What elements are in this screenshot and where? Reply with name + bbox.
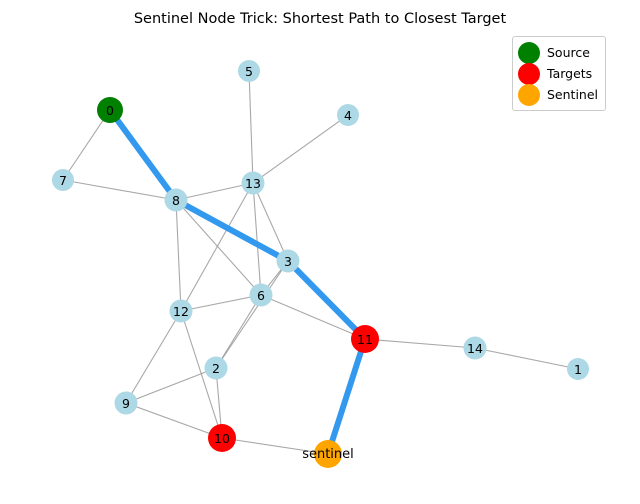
graph-node-0[interactable]: 0 (97, 97, 123, 123)
graph-edge (180, 182, 254, 312)
page-title: Sentinel Node Trick: Shortest Path to Cl… (133, 11, 507, 27)
graph-edge (175, 199, 262, 296)
graph-node-9[interactable]: 9 (114, 391, 138, 415)
graph-node-11[interactable]: 11 (351, 325, 379, 353)
node-circle-1[interactable] (567, 358, 589, 380)
legend-label: Targets (547, 66, 593, 81)
node-circle-5[interactable] (238, 60, 260, 82)
graph-node-12[interactable]: 12 (169, 299, 193, 323)
graph-edge (474, 347, 579, 370)
graph-edge (252, 114, 349, 184)
graph-node-1[interactable]: 1 (567, 358, 589, 380)
legend-item-source: Source (518, 41, 598, 64)
graph-edge (260, 294, 366, 340)
graph-edge (125, 310, 182, 404)
legend-marker-icon (518, 41, 540, 64)
graph-edge-highlighted (285, 258, 368, 342)
node-circle-3[interactable] (276, 249, 300, 273)
graph-edge (125, 367, 217, 404)
graph-edge-highlighted (107, 107, 179, 203)
graph-edge (175, 199, 182, 312)
graph-node-8[interactable]: 8 (164, 188, 188, 212)
legend-label: Sentinel (547, 87, 599, 102)
legend-item-targets: Targets (518, 62, 598, 85)
graph-edge (125, 402, 223, 439)
node-circle-13[interactable] (241, 171, 265, 195)
graph-edge (252, 182, 289, 262)
node-circle-8[interactable] (164, 188, 188, 212)
node-circle-10[interactable] (208, 424, 236, 452)
graph-edge (364, 338, 476, 349)
legend-item-sentinel: Sentinel (518, 83, 599, 106)
node-circle-s[interactable] (314, 440, 342, 468)
graph-edge (62, 179, 177, 201)
graph-node-4[interactable]: 4 (337, 104, 359, 126)
graph-edge-highlighted (325, 336, 368, 457)
graph-edge (180, 294, 262, 312)
node-circle-7[interactable] (52, 169, 74, 191)
graph-edge (215, 260, 289, 369)
legend-marker-icon (518, 62, 540, 85)
graph-edge (180, 310, 223, 439)
graph-edge (62, 109, 111, 181)
graph-node-3[interactable]: 3 (276, 249, 300, 273)
node-circle-4[interactable] (337, 104, 359, 126)
graph-edge (175, 182, 254, 201)
graph-node-6[interactable]: 6 (249, 283, 273, 307)
graph-node-14[interactable]: 14 (463, 336, 487, 360)
node-circle-12[interactable] (169, 299, 193, 323)
graph-node-13[interactable]: 13 (241, 171, 265, 195)
graph-edge (248, 70, 254, 184)
node-circle-14[interactable] (463, 336, 487, 360)
graph-node-2[interactable]: 2 (204, 356, 228, 380)
graph-edge (221, 437, 329, 455)
node-layer: 0 7 8 5 4 13 36 12 2 9 11 10 14 1 sentinel (52, 60, 589, 468)
graph-node-5[interactable]: 5 (238, 60, 260, 82)
node-circle-6[interactable] (249, 283, 273, 307)
node-circle-9[interactable] (114, 391, 138, 415)
graph-edge (252, 182, 262, 296)
legend-label: Source (547, 45, 590, 60)
node-circle-0[interactable] (97, 97, 123, 123)
graph-node-10[interactable]: 10 (208, 424, 236, 452)
legend-marker-icon (518, 83, 540, 106)
graph-node-7[interactable]: 7 (52, 169, 74, 191)
node-circle-2[interactable] (204, 356, 228, 380)
graph-edge-highlighted (173, 197, 291, 264)
graph-node-s[interactable]: sentinel (302, 440, 354, 468)
edge-layer (62, 70, 579, 457)
graph-edge (215, 294, 262, 369)
node-circle-11[interactable] (351, 325, 379, 353)
